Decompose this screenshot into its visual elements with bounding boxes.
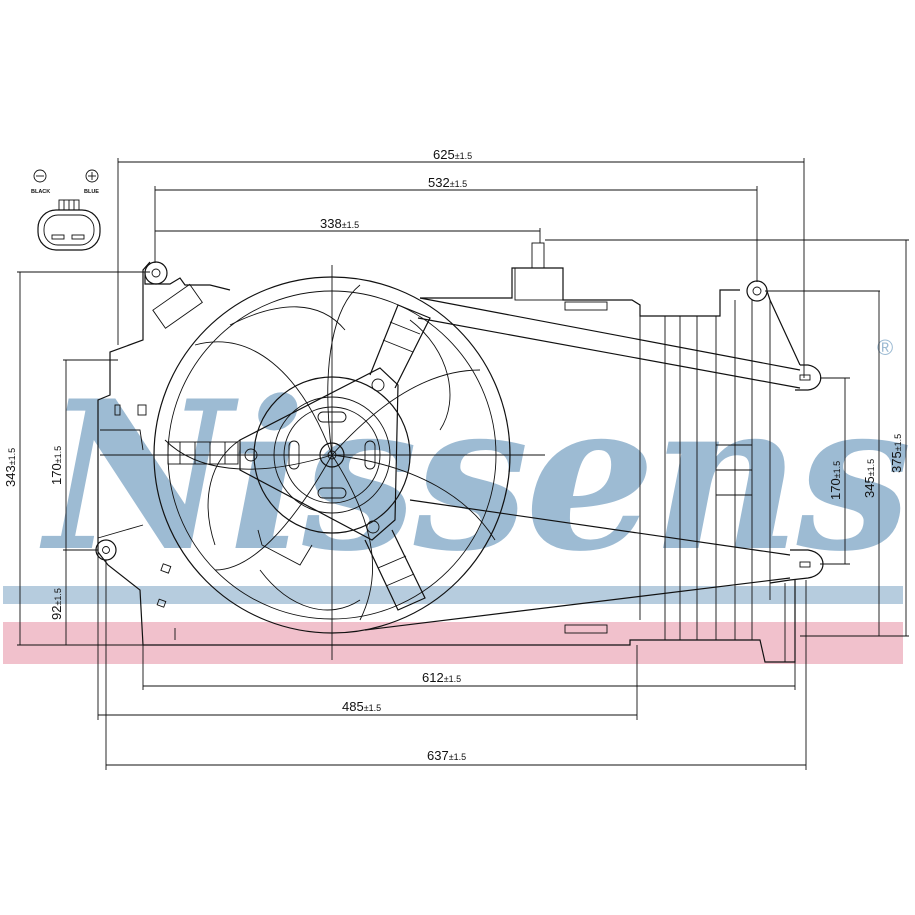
- dim-top-625: 625±1.5: [433, 147, 472, 162]
- dim-left-92: 92±1.5: [49, 588, 64, 620]
- dim-right-375: 375±1.5: [889, 434, 904, 473]
- dim-right-170: 170±1.5: [828, 461, 843, 500]
- fan-rotor: [100, 265, 545, 660]
- connector-minus-label: BLACK: [31, 189, 50, 195]
- plus-terminal-icon: [85, 169, 99, 183]
- dim-right-345: 345±1.5: [862, 459, 877, 498]
- minus-terminal-icon: [33, 169, 47, 183]
- dim-top-338: 338±1.5: [320, 216, 359, 231]
- watermark-band-pink: [3, 622, 903, 664]
- dim-bottom-637: 637±1.5: [427, 748, 466, 763]
- dim-top-532: 532±1.5: [428, 175, 467, 190]
- dim-bottom-485: 485±1.5: [342, 699, 381, 714]
- dim-left-343: 343±1.5: [3, 448, 18, 487]
- electrical-connector-icon: BLACK BLUE: [31, 169, 101, 251]
- watermark-logo-text: Nissens: [39, 357, 909, 597]
- connector-plus-label: BLUE: [84, 189, 99, 195]
- dim-left-170: 170±1.5: [49, 446, 64, 485]
- watermark-registered-mark: ®: [877, 335, 893, 360]
- dimension-lines: [17, 158, 909, 770]
- dim-bottom-612: 612±1.5: [422, 670, 461, 685]
